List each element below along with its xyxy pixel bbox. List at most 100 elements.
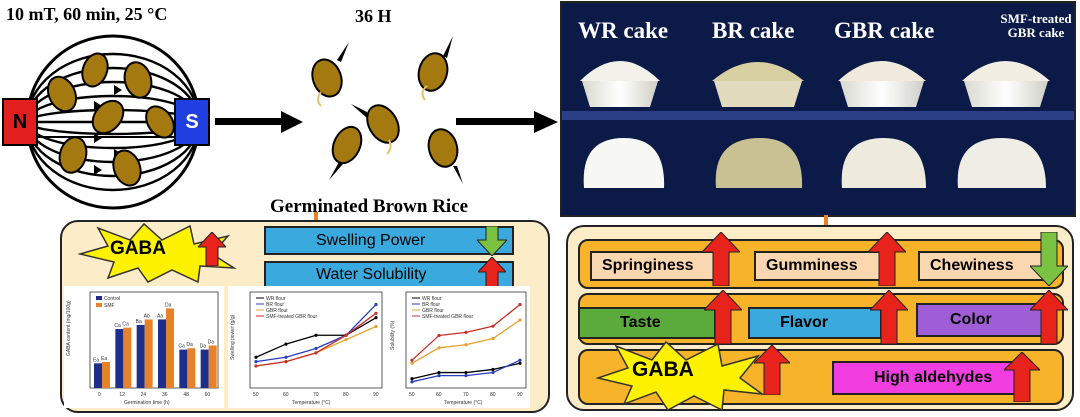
chart1-data-label: Ab — [144, 313, 150, 319]
water-solubility-bar: Water Solubility — [264, 261, 514, 288]
data-point — [374, 302, 378, 307]
data-point — [464, 374, 468, 378]
germinating-rice-illustration — [311, 36, 463, 184]
bar-control-48 — [179, 349, 188, 388]
chart2-xlabel: Temperature (°C) — [292, 400, 331, 406]
treatment-condition: 10 mT, 60 min, 25 °C — [6, 4, 168, 24]
data-point — [284, 355, 288, 359]
magnetic-field-illustration — [25, 34, 201, 210]
gumminess-chip: Gumminess — [754, 251, 882, 281]
magnet-north-pole: N — [2, 98, 38, 146]
x-tick-label: 60 — [283, 392, 289, 398]
data-point — [518, 318, 522, 322]
cut-cake-br — [715, 138, 803, 188]
legend-entry: GBR flour — [266, 308, 288, 314]
swelling-power-bar: Swelling Power — [264, 226, 514, 255]
data-point — [410, 377, 414, 381]
gaba-label-right: GABA — [632, 358, 694, 381]
bar-smf-60 — [208, 345, 217, 388]
data-point — [437, 333, 441, 338]
data-point — [518, 302, 522, 307]
chart1-data-label: Da — [165, 302, 172, 308]
x-tick-label: 70 — [313, 392, 319, 398]
chart1-data-label: Ca — [178, 344, 185, 350]
chart3-xlabel: Temperature (°C) — [444, 400, 483, 406]
cake-label-gbr: GBR cake — [834, 18, 935, 43]
chart1-legend-smf: SMF — [104, 303, 115, 309]
chart1-ylabel: GABA content (mg/100g) — [66, 300, 72, 356]
data-point — [254, 360, 258, 364]
bar-control-0 — [94, 363, 102, 388]
data-point — [491, 324, 495, 328]
bar-smf-24 — [144, 319, 153, 388]
data-point — [518, 361, 522, 365]
legend-entry: GBR flour — [422, 308, 444, 314]
process-arrow-icon — [456, 111, 558, 133]
high-aldehydes-chip: High aldehydes — [832, 361, 1026, 395]
bar-smf-48 — [187, 348, 196, 388]
chart1-xtick: 24 — [141, 392, 147, 398]
bar-smf-36 — [166, 308, 174, 388]
bar-smf-12 — [123, 327, 132, 388]
data-point — [374, 311, 378, 315]
data-point — [437, 346, 441, 350]
chart1-legend-control: Control — [104, 296, 120, 302]
taste-chip: Taste — [578, 307, 716, 339]
chart1-data-label: Da — [186, 342, 193, 348]
increase-arrow-icon — [754, 345, 790, 395]
data-point — [518, 358, 522, 362]
bar-control-36 — [158, 319, 166, 388]
data-point — [344, 338, 348, 342]
magnet-south-pole: S — [174, 98, 210, 146]
chart1-xlabel: Germination time (h) — [124, 400, 170, 406]
chart1-xtick: 60 — [205, 392, 211, 398]
chart1-data-label: Ba — [136, 319, 142, 325]
whole-cake-smf — [962, 61, 1050, 107]
legend-entry: SMF-treated GBR flour — [266, 314, 317, 320]
increase-arrow-icon — [478, 257, 506, 291]
chart1-data-label: Ea — [93, 357, 99, 363]
cake-images — [580, 61, 1050, 188]
legend-entry: BR flour — [266, 302, 284, 308]
x-tick-label: 70 — [463, 392, 469, 398]
cake-label-wr: WR cake — [578, 18, 669, 43]
data-point — [410, 358, 414, 362]
increase-arrow-icon — [1030, 290, 1068, 344]
cut-cake-smf — [957, 138, 1046, 188]
x-tick-label: 90 — [373, 392, 379, 398]
cut-cake-gbr — [841, 138, 926, 188]
series-line-smf-treated-gbr-flour — [255, 312, 377, 367]
series-line-gbr-flour — [255, 325, 377, 367]
cake-label-br: BR cake — [712, 18, 795, 43]
bar-smf-0 — [102, 361, 110, 388]
chart1-data-label: Ca — [122, 322, 129, 328]
germination-time: 36 H — [355, 6, 392, 26]
whole-cake-br — [712, 62, 804, 107]
x-tick-label: 50 — [253, 392, 259, 398]
decrease-arrow-icon — [477, 226, 507, 256]
bar-control-60 — [200, 349, 209, 388]
whole-cake-wr — [580, 61, 660, 107]
chart1-data-label: Ea — [101, 356, 107, 362]
germinated-brown-rice-label: Germinated Brown Rice — [270, 196, 469, 217]
chart1-xtick: 36 — [162, 392, 168, 398]
data-point — [344, 333, 348, 337]
x-tick-label: 80 — [343, 392, 349, 398]
chart1-data-label: Ca — [114, 323, 121, 329]
chart1-data-label: Aa — [157, 313, 163, 319]
data-point — [284, 360, 288, 364]
x-tick-label: 80 — [490, 392, 496, 398]
increase-arrow-icon — [1004, 352, 1040, 402]
chart1-xtick: 48 — [183, 392, 189, 398]
cake-photo-panel: WR cake BR cake GBR cake SMF-treated GBR… — [560, 1, 1076, 217]
increase-arrow-icon — [868, 232, 906, 286]
chart1-data-label: Da — [208, 339, 215, 345]
springiness-chip: Springiness — [590, 251, 716, 281]
data-point — [254, 364, 258, 368]
series-line-gbr-flour — [411, 319, 521, 364]
data-point — [374, 316, 378, 320]
increase-arrow-icon — [198, 232, 226, 266]
